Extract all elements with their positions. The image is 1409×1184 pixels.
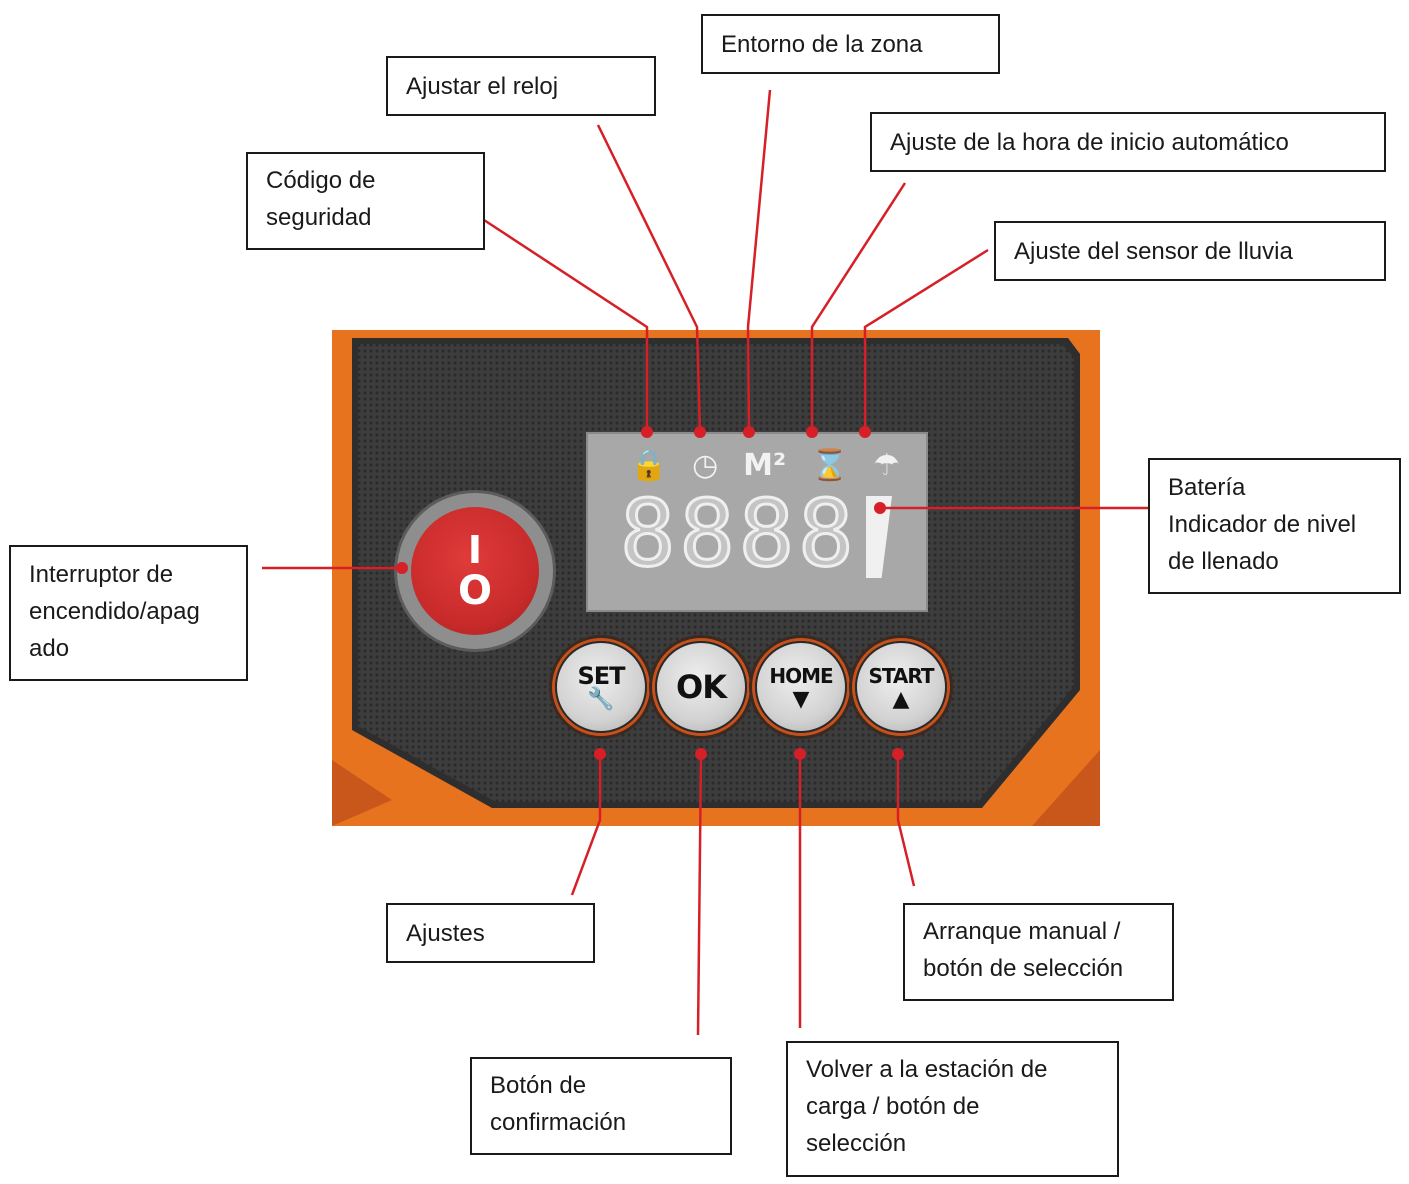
area-icon: M² [743, 448, 787, 483]
callout-power-switch: Interruptor de encendido/apag ado [9, 545, 248, 681]
callout-manual-start: Arranque manual / botón de selección [903, 903, 1174, 1001]
callout-battery: Batería Indicador de nivel de llenado [1148, 458, 1401, 594]
power-off-symbol: O [457, 568, 492, 614]
start-label: START [868, 664, 934, 688]
power-switch-face: I O [411, 507, 539, 635]
home-label: HOME [769, 664, 833, 688]
ok-label: OK [676, 668, 727, 706]
callout-home: Volver a la estación de carga / botón de… [786, 1041, 1119, 1177]
arrow-down-icon: ▼ [792, 687, 810, 712]
callout-rain-sensor: Ajuste del sensor de lluvia [994, 221, 1386, 281]
lock-icon: 🔒 [630, 448, 668, 483]
callout-zone-setting: Entorno de la zona [701, 14, 1000, 74]
clock-icon: ◷ [692, 448, 719, 483]
rain-icon: ☂ [873, 448, 900, 483]
start-button[interactable]: START ▲ [855, 641, 947, 733]
wrench-icon: 🔧 [587, 687, 615, 712]
set-label: SET [577, 662, 625, 690]
set-button[interactable]: SET 🔧 [555, 641, 647, 733]
callout-settings: Ajustes [386, 903, 595, 963]
callout-security-code: Código de seguridad [246, 152, 485, 250]
ok-button[interactable]: OK [655, 641, 747, 733]
home-button[interactable]: HOME ▼ [755, 641, 847, 733]
arrow-up-icon: ▲ [892, 687, 910, 712]
lcd-digits: 8888 [619, 480, 858, 587]
power-on-symbol: I [467, 528, 483, 572]
callout-auto-start-time: Ajuste de la hora de inicio automático [870, 112, 1386, 172]
lcd-icon-row: 🔒 ◷ M² ⌛ ☂ [630, 446, 900, 486]
callout-set-clock: Ajustar el reloj [386, 56, 656, 116]
hourglass-icon: ⌛ [810, 448, 849, 483]
callout-confirm: Botón de confirmación [470, 1057, 732, 1155]
power-switch[interactable]: I O [394, 490, 556, 652]
